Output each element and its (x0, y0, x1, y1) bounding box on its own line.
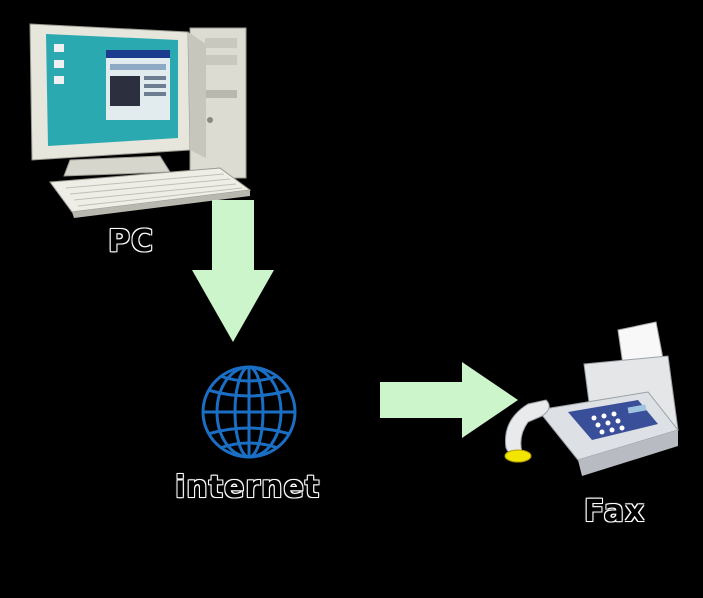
arrow-pc-to-internet (188, 200, 278, 350)
arrow-right-icon (380, 362, 518, 438)
pc-node (10, 10, 260, 230)
internet-node (198, 362, 300, 462)
arrow-down-icon (192, 200, 274, 342)
globe-icon (201, 365, 297, 459)
arrow-internet-to-fax (380, 360, 520, 440)
desktop-computer-icon (29, 23, 252, 218)
fax-label: Fax (584, 494, 646, 529)
pc-label: PC (108, 224, 155, 259)
fax-machine-icon (504, 321, 679, 476)
fax-node (498, 320, 688, 480)
internet-label: internet (175, 470, 321, 505)
